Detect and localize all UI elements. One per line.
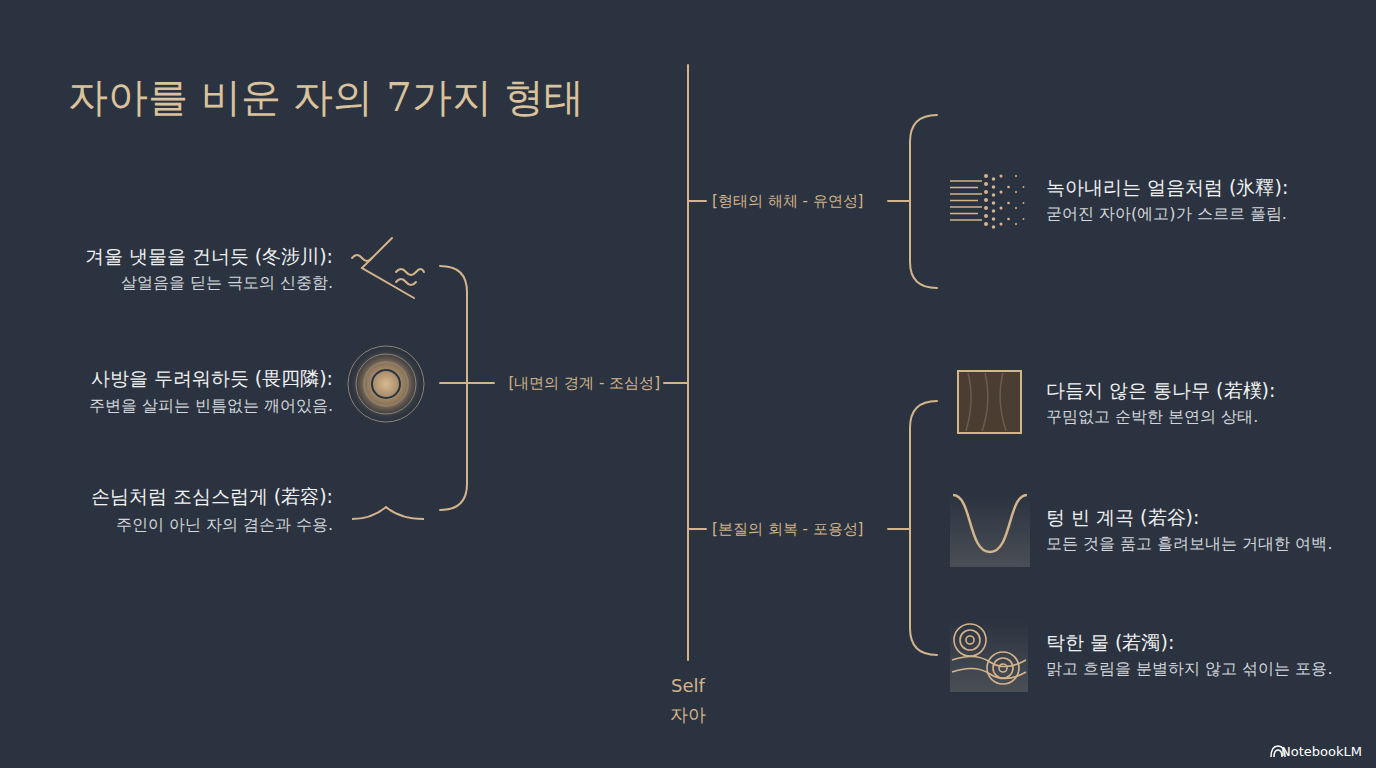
melting-ice-icon-part (992, 225, 996, 229)
melting-ice-icon-part (1007, 218, 1010, 221)
item-heading: 손님처럼 조심스럽게 (若容): (91, 485, 333, 508)
item-heading: 텅 빈 계곡 (若谷): (1046, 506, 1199, 529)
item-heading: 겨울 냇물을 건너듯 (冬涉川): (85, 245, 333, 268)
winter-stream-icon-part (396, 269, 424, 275)
melting-ice-icon-part (992, 177, 996, 181)
melting-ice-icon-part (992, 185, 996, 189)
melting-ice-icon-part (950, 206, 982, 208)
empty-valley-icon-part (953, 495, 1027, 552)
structure-lines-part (688, 528, 706, 530)
structure-lines-part (688, 200, 706, 202)
melting-ice-icon-part (1023, 186, 1025, 188)
winter-stream-icon-part (352, 255, 372, 261)
melting-ice-icon-part (992, 209, 996, 213)
uncarved-log-icon-part (958, 371, 1021, 433)
melting-ice-icon-part (1023, 202, 1025, 204)
item-description: 꾸밈없고 순박한 본연의 상태. (1046, 407, 1258, 426)
structure-lines-part (910, 401, 937, 655)
muddy-water-icon-part (966, 636, 974, 644)
structure-lines-part (888, 528, 910, 530)
item-description: 주인이 아닌 자의 겸손과 수용. (116, 515, 333, 534)
melting-ice-icon-part (984, 214, 988, 218)
empty-valley-icon-part (950, 495, 1030, 567)
melting-ice-icon-part (950, 200, 978, 202)
watermark: NotebookLM (1281, 744, 1362, 760)
muddy-water-icon (950, 620, 1028, 692)
melting-ice-icon-part (950, 219, 982, 221)
item-description: 주변을 살피는 빈틈없는 깨어있음. (89, 396, 333, 415)
melting-ice-icon-part (999, 206, 1002, 209)
structure-lines-part (910, 115, 937, 288)
uncarved-log-icon (958, 371, 1021, 433)
watchful-circles-icon-part (356, 354, 416, 414)
category-label: [본질의 회복 - 포용성] (712, 520, 863, 538)
watchful-circles-icon-part (364, 362, 408, 406)
melting-ice-icon-part (984, 198, 988, 202)
item-heading: 탁한 물 (若濁): (1046, 631, 1174, 654)
winter-stream-icon-part (396, 279, 416, 285)
muddy-water-icon-part (993, 658, 1013, 678)
melting-ice-icon-part (984, 182, 988, 186)
melting-ice-icon-part (999, 190, 1002, 193)
muddy-water-icon-part (960, 630, 980, 650)
muddy-water-icon-part (952, 668, 1026, 678)
melting-ice-icon-part (950, 180, 982, 182)
melting-ice-icon-part (984, 206, 988, 210)
empty-valley-icon (950, 495, 1030, 567)
watchful-circles-icon-part (372, 370, 400, 398)
structure-lines-part (687, 65, 689, 660)
structure-lines-part (664, 382, 688, 384)
category-label: [내면의 경계 - 조심성] (509, 374, 660, 392)
muddy-water-icon-part (952, 656, 1026, 666)
watchful-circles-icon (348, 346, 424, 422)
watchful-circles-icon-part (348, 346, 424, 422)
item-description: 모든 것을 품고 흘려보내는 거대한 여백. (1046, 534, 1333, 553)
melting-ice-icon-part (1023, 218, 1025, 220)
melting-ice-icon-part (1015, 207, 1017, 209)
melting-ice-icon-part (1007, 202, 1010, 205)
diagram-title: 자아를 비운 자의 7가지 형태 (68, 73, 584, 121)
structure-lines (440, 65, 937, 660)
category-label: [형태의 해체 - 유연성] (712, 192, 863, 210)
melting-ice-icon-part (1007, 186, 1010, 189)
melting-ice-icon-part (1015, 175, 1017, 177)
structure-lines-part (440, 266, 467, 510)
structure-lines-part (888, 200, 910, 202)
item-heading: 녹아내리는 얼음처럼 (氷釋): (1046, 176, 1288, 199)
melting-ice-icon-part (992, 193, 996, 197)
guest-hill-icon (352, 507, 424, 519)
melting-ice-icon-part (950, 193, 982, 195)
item-description: 맑고 흐림을 분별하지 않고 섞이는 포용. (1046, 659, 1333, 678)
winter-stream-icon (352, 238, 424, 298)
melting-ice-icon-part (984, 190, 988, 194)
melting-ice-icon-part (992, 201, 996, 205)
item-heading: 사방을 두려워하듯 (畏四隣): (91, 367, 333, 390)
melting-ice-icon-part (1015, 223, 1017, 225)
structure-lines-part (440, 382, 494, 384)
melting-ice-icon-part (999, 222, 1002, 225)
guest-hill-icon-part (352, 507, 424, 519)
muddy-water-icon-part (999, 664, 1007, 672)
melting-ice-icon-part (950, 213, 978, 215)
item-heading: 다듬지 않은 통나무 (若樸): (1046, 379, 1275, 402)
melting-ice-icon-part (999, 174, 1002, 177)
item-description: 굳어진 자아(에고)가 스르르 풀림. (1046, 204, 1287, 223)
center-label: Self (671, 675, 705, 697)
melting-ice-icon-part (1015, 191, 1017, 193)
melting-ice-icon (950, 174, 1024, 229)
uncarved-log-icon-part (966, 373, 1006, 431)
melting-ice-icon-part (950, 187, 978, 189)
winter-stream-icon-part (362, 238, 414, 298)
melting-ice-icon-part (984, 222, 988, 226)
center-label: 자아 (670, 704, 706, 726)
item-description: 살얼음을 딛는 극도의 신중함. (121, 273, 333, 292)
muddy-water-icon-part (950, 620, 1028, 692)
muddy-water-icon-part (954, 624, 986, 656)
melting-ice-icon-part (992, 217, 996, 221)
melting-ice-icon-part (984, 174, 988, 178)
